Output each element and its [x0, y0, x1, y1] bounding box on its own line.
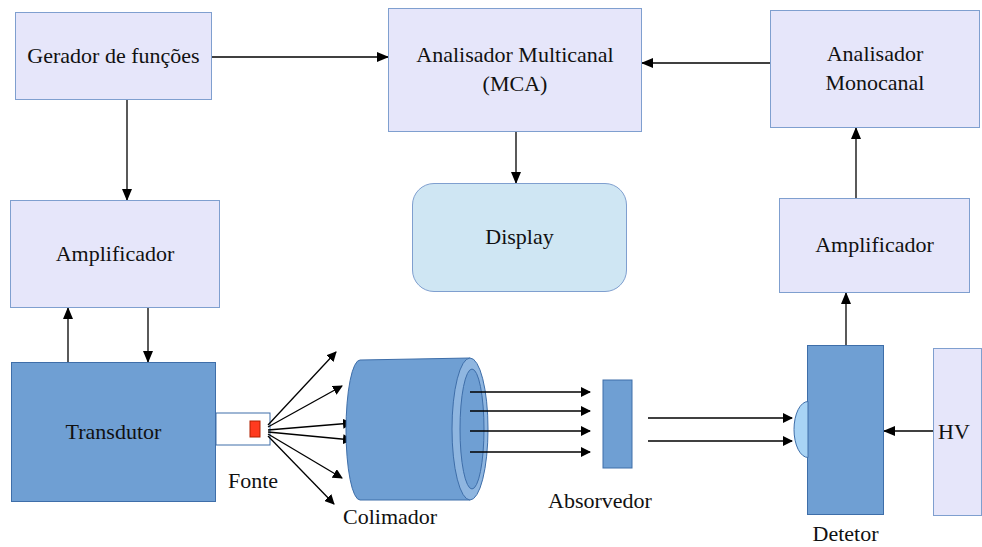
power-box: HV	[933, 348, 982, 516]
node-label: HV	[934, 418, 974, 447]
radioactive-source	[250, 421, 260, 437]
display-box: Display	[412, 183, 627, 292]
detector-window	[794, 402, 808, 458]
process-box: Analisador Monocanal	[770, 10, 980, 128]
signal-arrow	[884, 430, 933, 431]
node-caption: Detetor	[813, 520, 879, 547]
signal-arrow	[642, 62, 770, 63]
process-box: Gerador de funções	[15, 12, 212, 100]
transducer-box: Transdutor	[11, 362, 216, 502]
node-label: Display	[477, 223, 561, 252]
signal-arrow	[126, 100, 127, 200]
signal-arrow	[845, 293, 846, 345]
collimator	[346, 358, 488, 500]
node-label: Transdutor	[58, 418, 170, 447]
signal-arrow	[212, 56, 388, 57]
source-holder	[216, 413, 270, 445]
node-label: Amplificador	[48, 240, 183, 269]
signal-arrow	[147, 308, 148, 362]
node-label: Gerador de funções	[19, 42, 207, 71]
emitted-rays	[268, 352, 352, 504]
transmitted-beam	[648, 418, 792, 441]
process-box: Analisador Multicanal (MCA)	[388, 8, 642, 132]
part-label: Absorvedor	[548, 488, 652, 514]
collimated-beam	[470, 392, 590, 452]
node-label: Analisador Multicanal (MCA)	[389, 41, 641, 98]
detector-box: Detetor	[807, 345, 884, 515]
process-box: Amplificador	[779, 198, 970, 293]
part-label: Fonte	[228, 468, 278, 494]
node-label: Amplificador	[807, 231, 942, 260]
part-label: Colimador	[343, 504, 437, 530]
process-box: Amplificador	[10, 200, 220, 308]
signal-arrow	[855, 128, 856, 198]
signal-arrow	[67, 308, 68, 362]
signal-arrow	[515, 132, 516, 183]
node-label: Analisador Monocanal	[771, 40, 979, 97]
absorber	[603, 380, 632, 468]
